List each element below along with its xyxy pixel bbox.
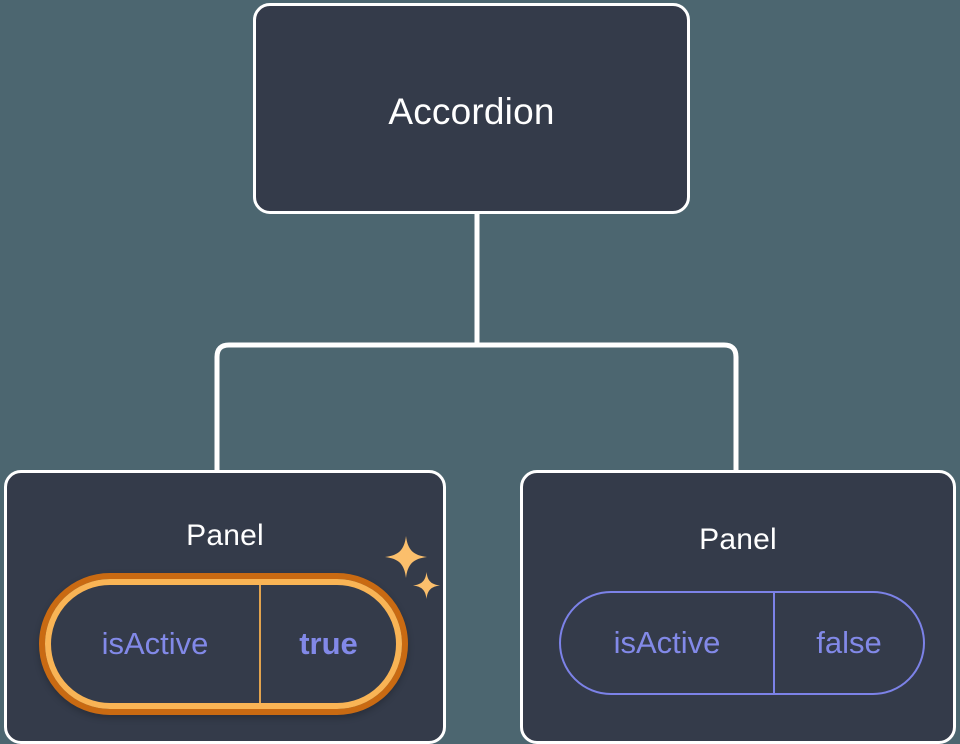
prop-key: isActive	[101, 626, 209, 661]
prop-key: isActive	[613, 625, 721, 660]
prop-pill-isactive-false[interactable]: isActive false	[559, 591, 925, 695]
node-accordion[interactable]: Accordion	[253, 3, 690, 214]
prop-value: false	[816, 625, 882, 660]
prop-value: true	[299, 626, 358, 661]
node-panel-active[interactable]: Panel isActive true	[4, 470, 446, 744]
node-panel-inactive-title: Panel	[699, 523, 777, 556]
prop-pill-divider	[259, 585, 261, 703]
prop-pill-inner-ring: isActive true	[45, 579, 402, 709]
prop-pill-divider	[773, 593, 775, 693]
node-panel-inactive[interactable]: Panel isActive false	[520, 470, 956, 744]
node-accordion-title: Accordion	[388, 91, 555, 132]
prop-pill-isactive-true[interactable]: isActive true	[39, 573, 408, 715]
node-panel-active-title: Panel	[186, 519, 264, 552]
